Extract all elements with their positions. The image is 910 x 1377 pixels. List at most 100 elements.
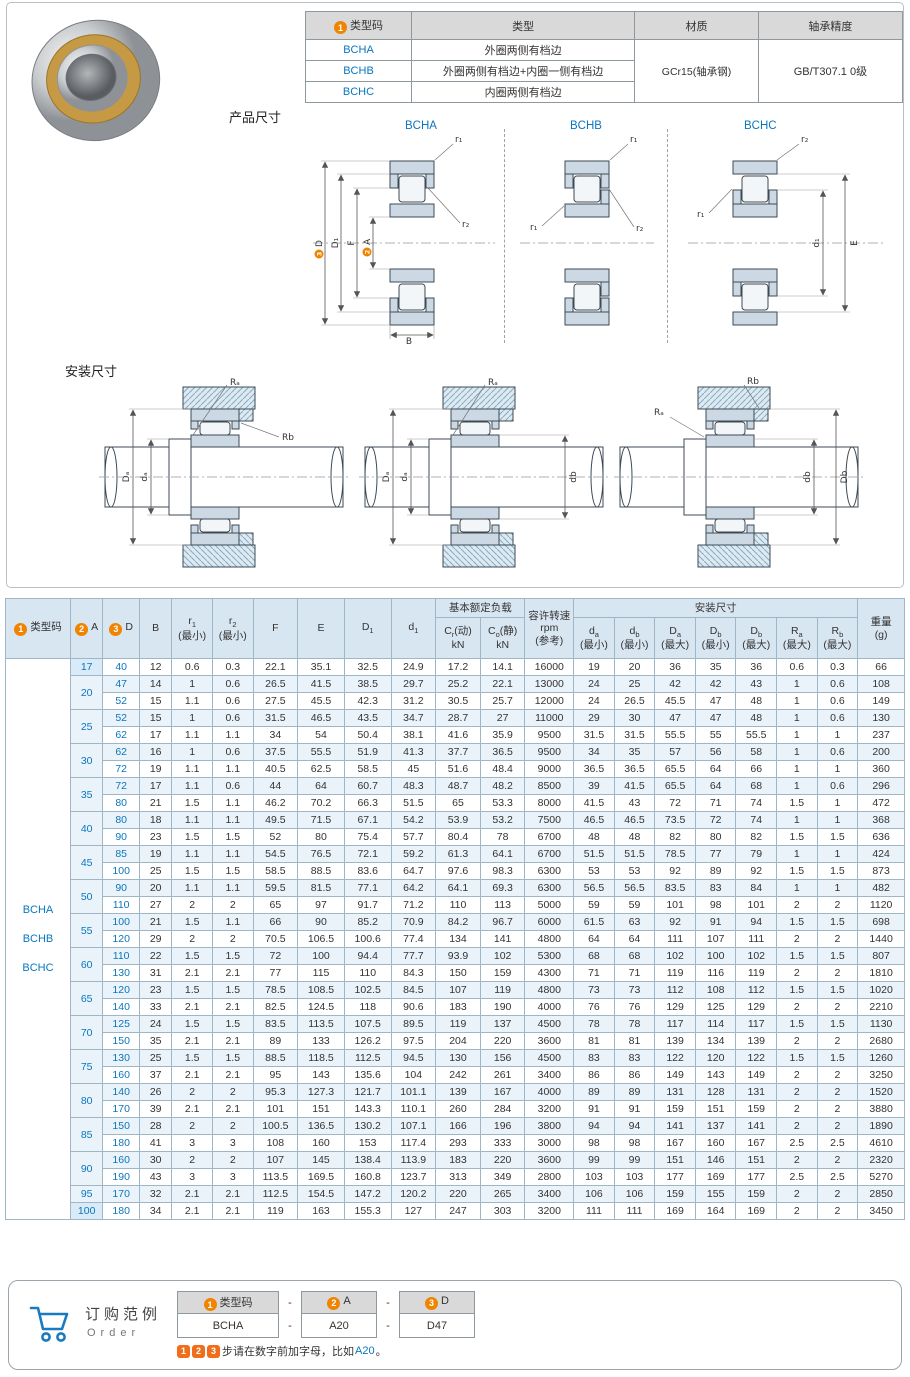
- data-cell: 154.5: [297, 1185, 345, 1203]
- data-cell: 94: [573, 1117, 615, 1135]
- data-cell: 1: [776, 743, 818, 761]
- data-cell: 55: [694, 726, 737, 744]
- data-cell: 159: [735, 1185, 778, 1203]
- data-cell: 2: [171, 896, 213, 914]
- data-cell: 169: [694, 1168, 737, 1186]
- type-code-bcha: BCHA: [305, 39, 412, 61]
- data-cell: 303: [479, 1202, 526, 1220]
- data-cell: 17.2: [435, 658, 481, 676]
- data-cell: 2: [171, 1083, 213, 1101]
- data-cell: 65.5: [654, 777, 696, 795]
- data-cell: 24.9: [390, 658, 437, 676]
- data-cell: 3: [171, 1168, 213, 1186]
- data-cell: 106: [573, 1185, 615, 1203]
- a-value-cell: 70: [69, 1015, 104, 1050]
- data-cell: 1.5: [816, 1015, 859, 1033]
- data-cell: 43: [613, 794, 656, 812]
- data-cell: 368: [857, 811, 905, 829]
- type-table-header-type: 类型: [410, 11, 636, 40]
- data-cell: 1: [816, 794, 859, 812]
- col-header-D1: D1: [343, 598, 392, 659]
- data-cell: 1520: [857, 1083, 905, 1101]
- data-cell: 120: [102, 981, 140, 999]
- data-cell: 48: [613, 828, 656, 846]
- dim-label-Ra: Rₐ: [654, 408, 664, 418]
- data-cell: 76: [573, 998, 615, 1016]
- data-cell: 265: [479, 1185, 526, 1203]
- data-cell: 27: [479, 709, 526, 727]
- data-cell: 119: [479, 981, 526, 999]
- data-cell: 136.5: [297, 1117, 345, 1135]
- a-value-cell: 50: [69, 879, 104, 914]
- data-cell: 86: [613, 1066, 656, 1084]
- data-cell: 71: [573, 964, 615, 982]
- data-cell: 77: [252, 964, 299, 982]
- data-cell: 66: [735, 760, 778, 778]
- dimension-lines: [129, 409, 155, 545]
- data-cell: 1.5: [816, 1049, 859, 1067]
- data-cell: 177: [735, 1168, 778, 1186]
- data-cell: 32: [138, 1185, 173, 1203]
- data-cell: 167: [654, 1134, 696, 1152]
- group-header-load: 基本额定负载: [435, 598, 526, 618]
- order-separator: -: [386, 1319, 390, 1332]
- data-cell: 21: [138, 913, 173, 931]
- data-cell: 62: [102, 726, 140, 744]
- data-cell: 108.5: [297, 981, 345, 999]
- data-cell: 1.1: [211, 811, 254, 829]
- data-cell: 1: [171, 675, 213, 693]
- data-cell: 71.5: [297, 811, 345, 829]
- data-cell: 160: [694, 1134, 737, 1152]
- data-cell: 2: [776, 1202, 818, 1220]
- data-cell: 100.6: [343, 930, 392, 948]
- data-cell: 166: [435, 1117, 481, 1135]
- data-cell: 2.5: [816, 1134, 859, 1152]
- data-cell: 53.2: [479, 811, 526, 829]
- data-cell: 130: [435, 1049, 481, 1067]
- data-cell: 73: [573, 981, 615, 999]
- data-cell: 72: [102, 777, 140, 795]
- data-cell: 137: [479, 1015, 526, 1033]
- data-cell: 34.7: [390, 709, 437, 727]
- data-cell: 190: [102, 1168, 140, 1186]
- data-cell: 90: [297, 913, 345, 931]
- col-header-B: B: [138, 598, 173, 659]
- data-cell: 160: [297, 1134, 345, 1152]
- data-cell: 2.1: [211, 998, 254, 1016]
- data-cell: 24: [573, 692, 615, 710]
- drawing-divider: [504, 129, 505, 343]
- data-cell: 160.8: [343, 1168, 392, 1186]
- dim-label-E: E: [850, 240, 860, 246]
- data-cell: 139: [654, 1032, 696, 1050]
- data-cell: 107.5: [343, 1015, 392, 1033]
- data-cell: 134: [435, 930, 481, 948]
- data-cell: 72: [694, 811, 737, 829]
- data-cell: 15: [138, 692, 173, 710]
- badge-1-icon: 1: [334, 21, 347, 35]
- data-cell: 82: [654, 828, 696, 846]
- data-cell: 114: [694, 1015, 737, 1033]
- data-cell: 98: [573, 1134, 615, 1152]
- data-cell: 81: [573, 1032, 615, 1050]
- data-cell: 2: [816, 1032, 859, 1050]
- badge-2-icon: 2: [192, 1344, 205, 1358]
- data-cell: 472: [857, 794, 905, 812]
- data-cell: 143: [297, 1066, 345, 1084]
- data-cell: 1: [776, 709, 818, 727]
- product-drawing-bchb: r₁ r₁ r₂: [520, 135, 654, 326]
- data-cell: 1: [816, 879, 859, 897]
- precision-value: GB/T307.1 0级: [757, 39, 904, 103]
- data-cell: 29: [138, 930, 173, 948]
- data-cell: 57.7: [390, 828, 437, 846]
- data-cell: 2: [816, 1066, 859, 1084]
- data-cell: 100: [694, 947, 737, 965]
- data-cell: 91: [573, 1100, 615, 1118]
- data-cell: 2.1: [171, 1032, 213, 1050]
- data-cell: 237: [857, 726, 905, 744]
- data-cell: 146: [694, 1151, 737, 1169]
- data-cell: 129: [735, 998, 778, 1016]
